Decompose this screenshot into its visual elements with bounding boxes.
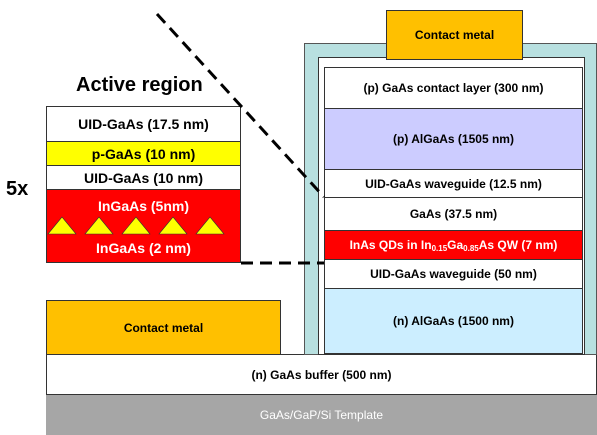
side-contact-metal: Contact metal [46,300,281,355]
stack-layer-qd-active: InAs QDs in In0.15Ga0.85As QW (7 nm) [324,230,583,260]
active-layer-ingaas-2: InGaAs (2 nm) [46,234,241,263]
top-contact-label: Contact metal [414,28,495,42]
quantum-dot-2 [84,216,114,235]
active-layer-label: UID-GaAs (17.5 nm) [78,116,209,132]
stack-layer-label: UID-GaAs waveguide (12.5 nm) [365,176,542,191]
stack-layer-label: GaAs (37.5 nm) [409,207,498,221]
quantum-dot-3 [121,216,151,235]
active-layer-uid-gaas-17: UID-GaAs (17.5 nm) [46,106,241,142]
buffer-label: (n) GaAs buffer (500 nm) [251,367,392,382]
active-layer-uid-gaas-10: UID-GaAs (10 nm) [46,165,241,190]
stack-layer-gaas: GaAs (37.5 nm) [324,197,583,231]
stack-layer-label: (p) AlGaAs (1505 nm) [393,132,514,146]
stack-layer-p-gaas-contact: (p) GaAs contact layer (300 nm) [324,67,583,109]
stack-layer-label: (p) GaAs contact layer (300 nm) [363,81,544,95]
active-layer-label: InGaAs (2 nm) [96,240,191,256]
active-layer-label: p-GaAs (10 nm) [91,145,196,162]
repeat-label: 5x [6,178,29,200]
active-layer-label: InGaAs (5nm) [97,198,189,214]
quantum-dots [47,216,225,235]
stack-layer-label: (n) AlGaAs (1500 nm) [393,314,514,328]
stack-layer-label: UID-GaAs waveguide (50 nm) [370,267,537,281]
stack-layer-n-algaas: (n) AlGaAs (1500 nm) [324,288,583,354]
template-label: GaAs/GaP/Si Template [259,407,384,422]
template-layer: GaAs/GaP/Si Template [46,394,597,435]
quantum-dot-5 [195,216,225,235]
buffer-layer: (n) GaAs buffer (500 nm) [46,354,597,395]
stack-layer-uid-waveguide-bottom: UID-GaAs waveguide (50 nm) [324,259,583,289]
quantum-dot-4 [158,216,188,235]
active-layer-label: UID-GaAs (10 nm) [83,169,204,186]
stack-layer-p-algaas: (p) AlGaAs (1505 nm) [324,108,583,170]
active-region-title: Active region [76,74,203,96]
side-contact-label: Contact metal [123,320,204,335]
quantum-dot-1 [47,216,77,235]
top-contact-metal: Contact metal [386,10,523,60]
stack-layer-qd-label: InAs QDs in In0.15Ga0.85As QW (7 nm) [349,237,558,253]
dashed-connector-top [155,12,326,199]
